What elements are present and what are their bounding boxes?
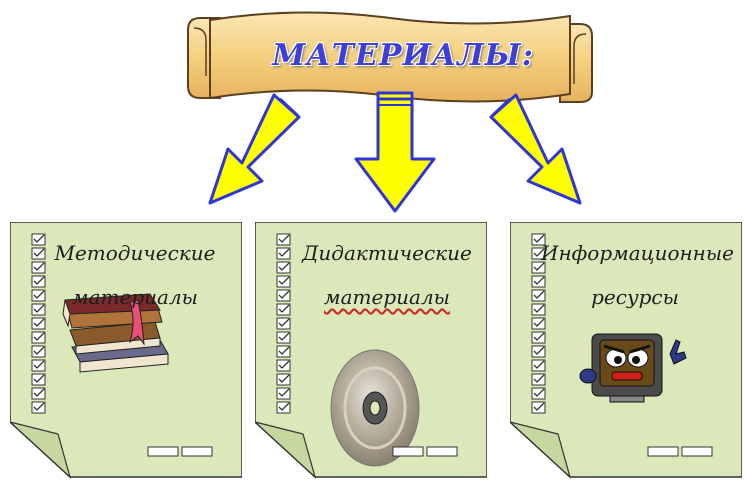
card-title-didactic-line2-text: материалы: [324, 285, 450, 309]
arrow-center-icon: [354, 91, 436, 213]
card-title-information-line1: Информационные: [541, 241, 734, 265]
computer-character-icon: [579, 333, 687, 403]
page-indicator-box: [647, 446, 679, 457]
cd-disc-icon: [330, 349, 420, 467]
arrow-left-icon: [208, 93, 301, 205]
card-title-didactic-line2: материалы: [282, 268, 492, 326]
books-icon: [62, 293, 169, 373]
card-methodical: [10, 222, 242, 479]
page-indicator-box: [681, 446, 713, 457]
card-didactic: [255, 222, 487, 479]
card-title-didactic-line1: Дидактические: [302, 241, 472, 265]
card-information: [510, 222, 742, 479]
page-indicator-box: [392, 446, 424, 457]
checklist-icon: [31, 233, 46, 414]
arrow-right-icon: [489, 93, 582, 205]
arrows-group: [208, 91, 582, 213]
page-indicator-box: [426, 446, 458, 457]
card-title-methodical-line1: Методические: [54, 241, 216, 265]
card-title-information-line2: ресурсы: [591, 285, 679, 309]
page-title: МАТЕРИАЛЫ:: [272, 38, 534, 73]
page-indicator-box: [181, 446, 213, 457]
card-title-methodical-line2: материалы: [72, 285, 198, 309]
page-indicator-box: [147, 446, 179, 457]
title-banner: [187, 11, 593, 103]
